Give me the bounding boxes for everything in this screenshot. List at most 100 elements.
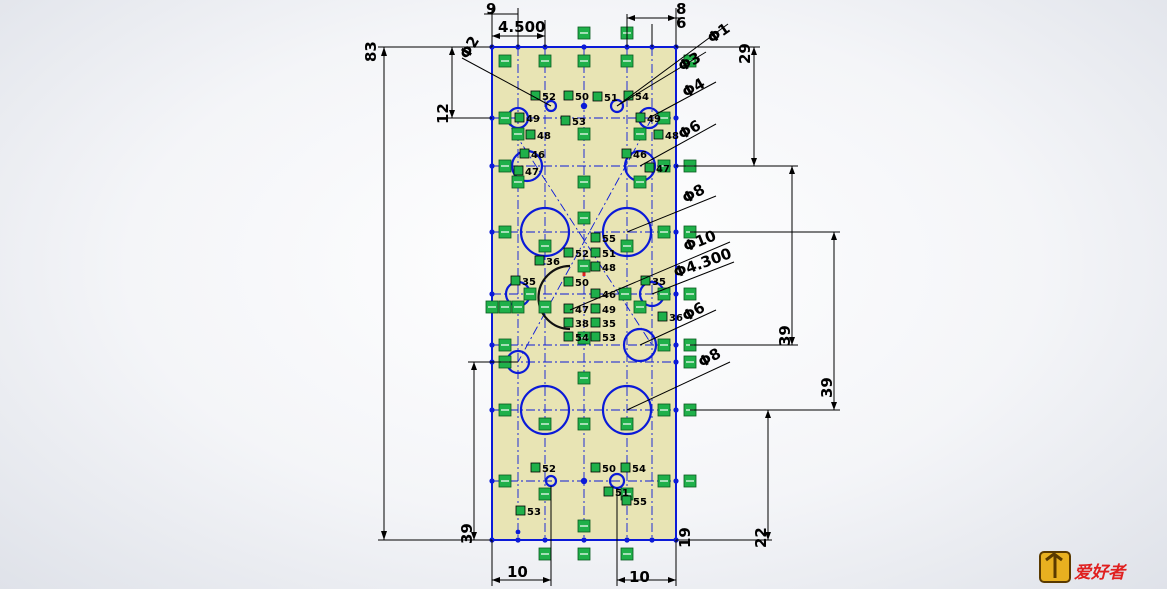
hole-phi8-lower-left — [519, 384, 571, 436]
dim-10-left: 10 — [507, 563, 528, 581]
relation-tag-label: 38 — [575, 319, 589, 330]
relation-tag-label: 35 — [522, 277, 536, 288]
dim-6: 6 — [676, 14, 686, 32]
dim-22: 22 — [752, 527, 770, 548]
relation-tag-label: 50 — [575, 92, 589, 103]
dim-phi6-lower: Φ6 — [679, 298, 708, 325]
relation-tag-label: 49 — [602, 305, 616, 316]
relation-tag-label: 49 — [526, 114, 540, 125]
dim-19: 19 — [676, 527, 694, 548]
relation-tag-label: 54 — [575, 333, 589, 344]
relation-tag-icon[interactable] — [635, 112, 646, 123]
dim-phi2: Φ2 — [456, 33, 483, 62]
relation-tag-label: 52 — [542, 464, 556, 475]
dim-phi1: Φ1 — [704, 19, 733, 47]
relation-tag-label: 55 — [602, 234, 616, 245]
relation-tag-icon[interactable] — [525, 129, 536, 140]
relation-tag-icon[interactable] — [592, 91, 603, 102]
hole-phi3-top — [609, 98, 625, 114]
relation-tag-icon[interactable] — [590, 303, 601, 314]
dim-9: 9 — [486, 0, 496, 18]
dim-phi4: Φ4 — [679, 74, 708, 101]
relation-tag-icon[interactable] — [590, 317, 601, 328]
hole-phi6-lower-right — [622, 327, 658, 363]
relation-tag-icon[interactable] — [590, 261, 601, 272]
relation-tag-label: 49 — [647, 114, 661, 125]
relation-tag-icon[interactable] — [563, 331, 574, 342]
relation-tag-label: 53 — [527, 507, 541, 518]
relation-tag-label: 46 — [531, 150, 545, 161]
dim-39-outer: 39 — [818, 377, 836, 398]
relation-tag-label: 35 — [602, 319, 616, 330]
relation-tag-icon[interactable] — [515, 505, 526, 516]
relation-icons — [485, 26, 697, 561]
dim-8: 8 — [676, 0, 686, 18]
hole-phi8-upper-right — [601, 206, 653, 258]
relation-tag-icon[interactable] — [590, 462, 601, 473]
relation-tag-label: 46 — [633, 150, 647, 161]
dim-phi4300: Φ4.300 — [671, 244, 734, 282]
relation-tag-label: 51 — [615, 488, 629, 499]
relation-tag-icon[interactable] — [560, 115, 571, 126]
watermark-text: 爱好者 — [1074, 563, 1128, 583]
dim-4500: 4.500 — [498, 18, 545, 36]
dim-39-left: 39 — [458, 523, 476, 544]
hole-phi8-upper-left — [519, 206, 571, 258]
relation-tag-icon[interactable] — [534, 255, 545, 266]
dim-phi8-lower: Φ8 — [695, 344, 724, 371]
relation-tag-icon[interactable] — [603, 486, 614, 497]
dim-phi6-upper: Φ6 — [675, 116, 704, 143]
relation-tag-icon[interactable] — [510, 275, 521, 286]
relation-tag-icon[interactable] — [513, 165, 524, 176]
relation-tag-icon[interactable] — [563, 90, 574, 101]
relation-tag-label: 51 — [604, 93, 618, 104]
dim-10-right: 10 — [629, 568, 650, 586]
dim-12: 12 — [434, 103, 452, 124]
relation-tag-label: 55 — [633, 497, 647, 508]
relation-tag-label: 50 — [602, 464, 616, 475]
relation-tag-label: 47 — [525, 167, 539, 178]
relation-tag-label: 52 — [542, 92, 556, 103]
relation-tag-icon[interactable] — [620, 462, 631, 473]
center-arc — [537, 264, 571, 331]
relation-tag-label: 35 — [652, 277, 666, 288]
relation-tag-icon[interactable] — [644, 162, 655, 173]
relation-tag-label: 54 — [635, 92, 649, 103]
relation-tag-icon[interactable] — [563, 276, 574, 287]
hole-phi2-top — [544, 99, 558, 113]
relation-tag-icon[interactable] — [590, 247, 601, 258]
relation-tag-label: 48 — [602, 263, 616, 274]
relation-tag-icon[interactable] — [623, 90, 634, 101]
relation-tag-label: 48 — [665, 131, 679, 142]
relation-tag-label: 48 — [537, 131, 551, 142]
relation-tag-icon[interactable] — [640, 275, 651, 286]
dimension-lines — [378, 8, 840, 586]
relation-tag-icon[interactable] — [563, 247, 574, 258]
relation-tag-icon[interactable] — [519, 148, 530, 159]
dimension-arrows — [381, 15, 837, 583]
relation-tag-icon[interactable] — [563, 303, 574, 314]
dim-29: 29 — [736, 43, 754, 64]
relation-tag-icon[interactable] — [530, 462, 541, 473]
relation-tag-label: 54 — [632, 464, 646, 475]
dim-83: 83 — [362, 41, 380, 62]
relation-tag-icon[interactable] — [590, 232, 601, 243]
relation-tag-icon[interactable] — [514, 112, 525, 123]
relation-tag-icon[interactable] — [563, 317, 574, 328]
sketch-points — [489, 44, 679, 543]
relation-tag-icon[interactable] — [653, 129, 664, 140]
relation-tag-label: 47 — [656, 164, 670, 175]
relation-tag-icon[interactable] — [590, 288, 601, 299]
dim-phi8-upper: Φ8 — [679, 180, 708, 207]
relation-tag-icon[interactable] — [657, 311, 668, 322]
relation-tag-icon[interactable] — [621, 148, 632, 159]
construction-lines — [492, 47, 676, 540]
hole-phi8-lower-right — [601, 384, 653, 436]
relation-tag-label: 53 — [572, 117, 586, 128]
relation-tag-icon[interactable] — [621, 495, 632, 506]
relation-tag-label: 52 — [575, 249, 589, 260]
watermark-logo: 爱好者 — [1039, 551, 1128, 583]
relation-tag-icon[interactable] — [590, 331, 601, 342]
